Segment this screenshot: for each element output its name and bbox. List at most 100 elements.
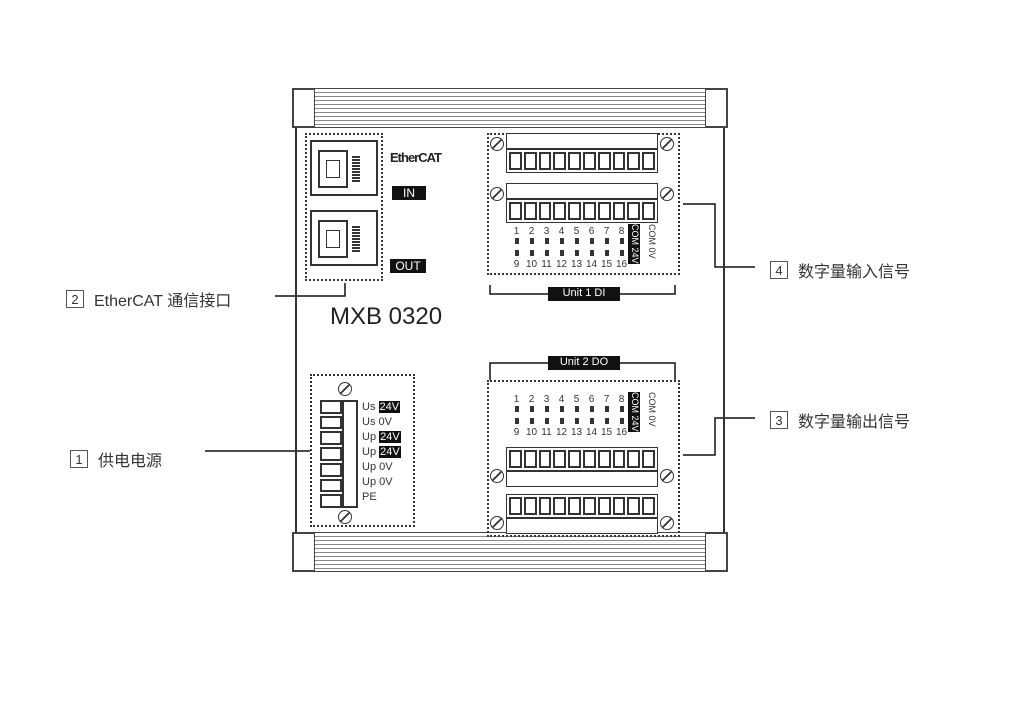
terminal-slot[interactable] — [597, 450, 611, 468]
terminal-slot[interactable] — [568, 450, 581, 468]
terminal-slot[interactable] — [553, 497, 567, 515]
do-terminal-block-2[interactable] — [506, 494, 658, 534]
terminal-slot[interactable] — [627, 450, 641, 468]
ethercat-logo: EtherCAT — [390, 150, 442, 165]
terminal-voltage: 0V — [379, 476, 393, 488]
channel-number: 4 — [558, 226, 565, 237]
channel-number: 13 — [570, 427, 583, 438]
terminal-slot[interactable] — [582, 202, 596, 220]
terminal-name: Up — [362, 431, 377, 443]
terminal-name: Up — [362, 476, 377, 488]
channel-number: 5 — [573, 394, 580, 405]
callout-number: 2 — [66, 290, 84, 308]
terminal-slot[interactable] — [523, 497, 537, 515]
terminal-slot[interactable] — [523, 450, 537, 468]
di-terminal-block-2[interactable] — [506, 183, 658, 223]
terminal-slot[interactable] — [642, 202, 655, 220]
callout-digital-input: 4 数字量输入信号 — [770, 258, 910, 282]
power-terminal-label: Us 24V — [362, 400, 401, 415]
terminal-slot[interactable] — [627, 202, 641, 220]
power-connector[interactable] — [320, 382, 360, 526]
terminal-slot[interactable] — [597, 497, 611, 515]
terminal-name: Us — [362, 401, 376, 413]
terminal-slot[interactable] — [509, 152, 522, 170]
screw-icon — [490, 469, 504, 483]
terminal-slot[interactable] — [627, 497, 641, 515]
terminal-slot[interactable] — [582, 152, 596, 170]
status-led-icon — [599, 250, 614, 256]
terminal-slot[interactable] — [538, 450, 552, 468]
status-led-icon — [524, 250, 539, 256]
terminal-slot[interactable] — [523, 202, 537, 220]
status-led-icon — [554, 250, 569, 256]
terminal-slot[interactable] — [582, 497, 596, 515]
terminal-slot[interactable] — [642, 497, 655, 515]
terminal-slot[interactable] — [642, 152, 655, 170]
terminal-voltage: 24V — [379, 431, 401, 443]
callout-text: 数字量输入信号 — [798, 264, 911, 281]
status-led-icon — [539, 418, 554, 424]
status-led-icon — [614, 418, 629, 424]
unit1-di-label: Unit 1 DI — [548, 287, 620, 301]
port-out-label: OUT — [390, 259, 426, 273]
ethernet-port-out[interactable] — [310, 210, 378, 266]
model-label: MXB 0320 — [330, 303, 443, 330]
terminal-slot[interactable] — [612, 152, 626, 170]
status-led-icon — [539, 238, 554, 244]
terminal-slot[interactable] — [568, 152, 581, 170]
ethernet-port-in[interactable] — [310, 140, 378, 196]
channel-number: 7 — [603, 394, 610, 405]
channel-number: 11 — [541, 427, 552, 438]
screw-icon — [660, 137, 674, 151]
channel-number: 7 — [603, 226, 610, 237]
terminal-slot[interactable] — [538, 152, 552, 170]
terminal-slot[interactable] — [553, 202, 567, 220]
status-led-icon — [569, 406, 584, 412]
channel-number: 11 — [541, 259, 552, 270]
terminal-slot[interactable] — [509, 202, 522, 220]
terminal-slot[interactable] — [509, 497, 522, 515]
terminal-slot[interactable] — [642, 450, 655, 468]
status-led-icon — [569, 418, 584, 424]
terminal-slot[interactable] — [538, 497, 552, 515]
terminal-slot[interactable] — [612, 497, 626, 515]
terminal-slot[interactable] — [612, 450, 626, 468]
di-led-row — [509, 238, 629, 244]
terminal-slot[interactable] — [523, 152, 537, 170]
channel-number: 12 — [555, 259, 568, 270]
terminal-slot[interactable] — [597, 152, 611, 170]
status-led-icon — [584, 238, 599, 244]
channel-number: 6 — [588, 394, 595, 405]
status-led-icon — [599, 418, 614, 424]
terminal-slot[interactable] — [627, 152, 641, 170]
screw-icon — [490, 187, 504, 201]
bottom-rail — [292, 532, 728, 572]
screw-icon — [490, 137, 504, 151]
terminal-slot[interactable] — [553, 450, 567, 468]
power-terminal-label: Up 24V — [362, 445, 401, 460]
terminal-slot[interactable] — [582, 450, 596, 468]
channel-number: 16 — [615, 259, 628, 270]
power-terminal-label: Us 0V — [362, 415, 392, 430]
terminal-slot[interactable] — [568, 202, 581, 220]
terminal-slot[interactable] — [538, 202, 552, 220]
status-led-icon — [599, 238, 614, 244]
terminal-slot[interactable] — [553, 152, 567, 170]
do-led-row — [509, 406, 629, 412]
terminal-slot[interactable] — [597, 202, 611, 220]
terminal-voltage: 0V — [378, 416, 392, 428]
power-group — [310, 374, 415, 527]
channel-number: 13 — [570, 259, 583, 270]
di-terminal-block-1[interactable] — [506, 133, 658, 173]
callout-number: 4 — [770, 261, 788, 279]
top-rail — [292, 88, 728, 128]
do-terminal-block-1[interactable] — [506, 447, 658, 487]
channel-number: 14 — [585, 259, 598, 270]
terminal-slot[interactable] — [612, 202, 626, 220]
port-in-label: IN — [392, 186, 426, 200]
terminal-slot[interactable] — [568, 497, 581, 515]
terminal-slot[interactable] — [509, 450, 522, 468]
